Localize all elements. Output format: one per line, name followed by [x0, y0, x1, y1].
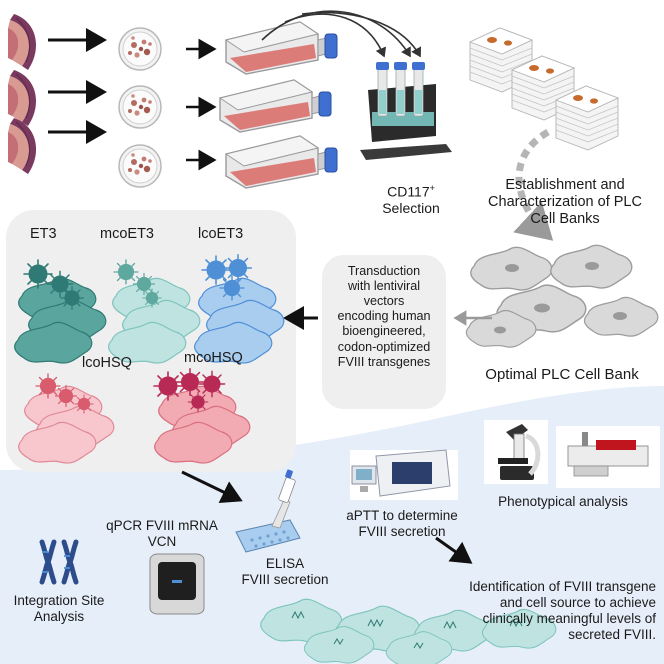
elisa-label: ELISA FVIII secretion: [241, 556, 329, 587]
cd117-selection-label: CD117+ Selection: [346, 183, 476, 217]
petri-dish-icon: [118, 144, 162, 188]
cd117-text: CD117: [387, 183, 430, 200]
transduction-label: Transduction with lentiviral vectors enc…: [337, 264, 431, 369]
identification-label: Identification of FVIII transgene and ce…: [469, 579, 656, 642]
qpcr-instrument-icon: [149, 553, 205, 615]
mcoet3-label: mcoET3: [100, 226, 154, 242]
arrow-assays-to-identification: [435, 536, 473, 564]
selection-text: Selection: [382, 200, 440, 217]
culture-flask-icon: [219, 79, 332, 133]
petri-dish-icon: [118, 85, 162, 129]
cell-factory-stack-icon: [555, 85, 619, 151]
cd117-superscript: +: [429, 183, 435, 193]
final-cells-pattern: [291, 610, 523, 649]
qpcr-label: qPCR FVIII mRNA VCN: [106, 518, 218, 549]
magnetic-column-rack-icon: [360, 62, 452, 160]
microscope-icon: [484, 420, 548, 484]
arrow-flask-selection-3: [301, 11, 422, 58]
placenta-icon: [7, 13, 37, 71]
arrow-establishment-to-bank: [513, 128, 554, 241]
arrow-transgenes-to-assays: [181, 470, 243, 503]
coagulation-analyzer-icon: [350, 449, 458, 500]
phenotypical-label: Phenotypical analysis: [498, 494, 628, 509]
establishment-label: Establishment and Characterization of PL…: [488, 177, 642, 228]
mcohsq-label: mcoHSQ: [184, 350, 243, 366]
arrow-flask-selection-2: [284, 13, 387, 58]
transduction-box: [322, 255, 446, 409]
flow-cytometer-icon: [556, 426, 660, 488]
pipette-plate-icon: [235, 469, 301, 553]
lcohsq-label: lcoHSQ: [82, 355, 132, 371]
culture-flask-icon: [225, 21, 338, 75]
placenta-icon: [7, 69, 37, 127]
et3-label: ET3: [30, 226, 57, 242]
petri-dish-icon: [118, 27, 162, 71]
arrow-flask-selection-1: [261, 10, 411, 58]
lcoet3-label: lcoET3: [198, 226, 244, 242]
culture-flask-icon: [225, 135, 338, 189]
optimal-bank-label: Optimal PLC Cell Bank: [485, 366, 639, 383]
aptt-label: aPTT to determine FVIII secretion: [346, 508, 458, 539]
integration-label: Integration Site Analysis: [13, 593, 105, 624]
placenta-icon: [7, 117, 37, 175]
